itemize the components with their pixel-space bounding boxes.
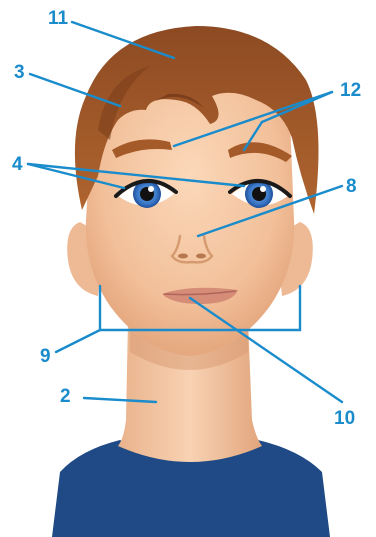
label-nose: 8 — [346, 176, 357, 197]
label-forehead: 3 — [14, 62, 25, 83]
left-eye-highlight — [148, 186, 154, 192]
label-hair: 11 — [48, 8, 69, 29]
label-eyebrows: 12 — [340, 80, 361, 101]
left-nostril — [178, 254, 188, 259]
label-neck: 2 — [60, 386, 71, 407]
label-jaw: 9 — [40, 346, 51, 367]
label-mouth: 10 — [334, 408, 355, 429]
right-nostril — [196, 254, 206, 259]
right-eye-highlight — [260, 186, 266, 192]
leader-jaw — [56, 330, 100, 352]
label-eyes: 4 — [12, 154, 23, 175]
